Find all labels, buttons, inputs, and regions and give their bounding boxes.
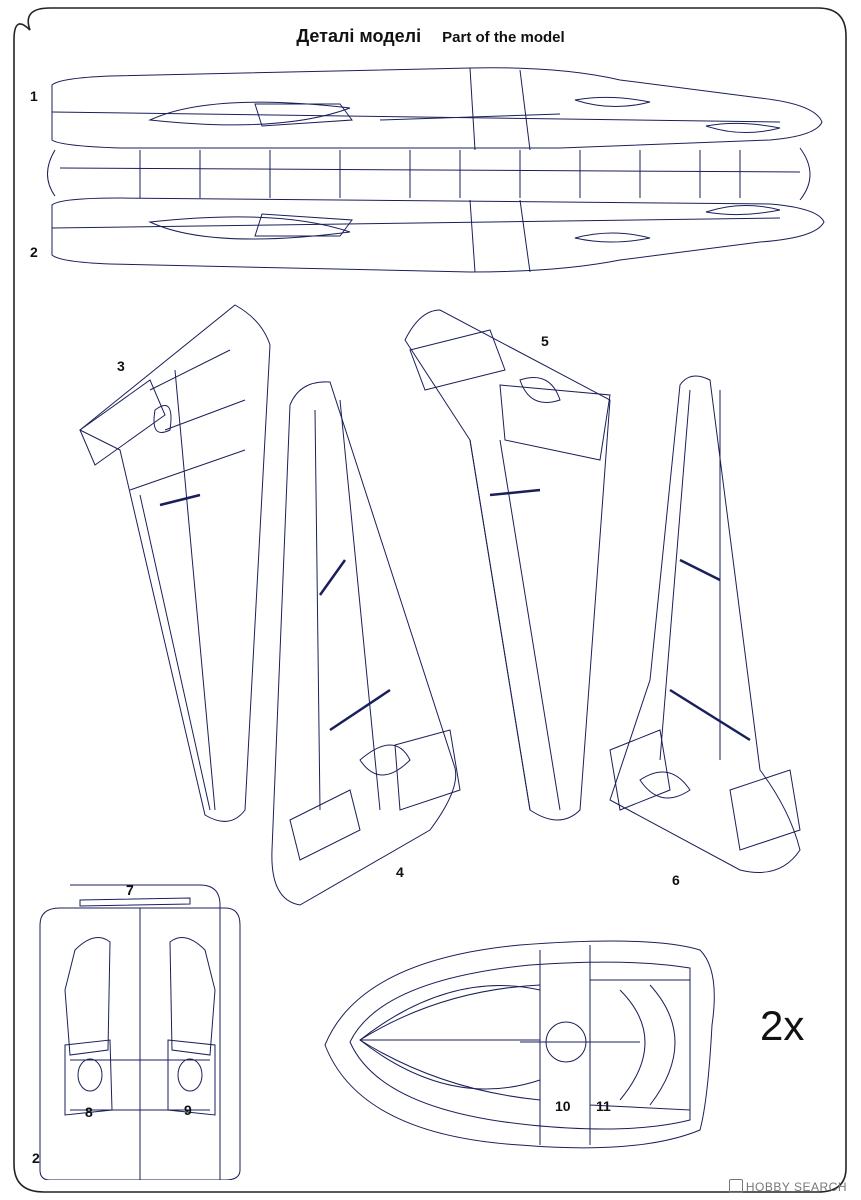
wing-part-4 bbox=[271, 381, 461, 906]
page-title: Деталі моделі Part of the model bbox=[0, 26, 861, 47]
wing-part-3 bbox=[79, 304, 271, 822]
wing-parts bbox=[79, 304, 801, 906]
part-number-9: 9 bbox=[184, 1102, 192, 1118]
hobbysearch-logo-icon bbox=[728, 1179, 743, 1193]
part-number-5: 5 bbox=[541, 333, 549, 349]
sprue-7-8-9 bbox=[39, 884, 241, 1180]
fuselage-parts bbox=[47, 67, 825, 273]
canopy-parts bbox=[324, 940, 715, 1149]
part-8-shape bbox=[64, 937, 113, 1116]
part-number-4: 4 bbox=[396, 864, 404, 880]
watermark: HOBBY SEARCH bbox=[728, 1179, 847, 1194]
quantity-multiplier: 2x bbox=[760, 1002, 805, 1049]
part-number-3: 3 bbox=[117, 358, 125, 374]
part-number-6: 6 bbox=[672, 872, 680, 888]
part-7-shape bbox=[79, 897, 191, 907]
fuselage-connector-frame bbox=[47, 147, 811, 201]
wing-part-5 bbox=[404, 309, 611, 821]
sprue-number: 2 bbox=[32, 1150, 40, 1166]
part-number-2: 2 bbox=[30, 244, 38, 260]
part-10-shape bbox=[359, 984, 541, 1101]
title-ukrainian: Деталі моделі bbox=[296, 26, 422, 46]
fuselage-half-1 bbox=[51, 67, 823, 151]
part-number-7: 7 bbox=[126, 882, 134, 898]
watermark-text: HOBBY SEARCH bbox=[745, 1180, 847, 1194]
part-number-11: 11 bbox=[596, 1098, 611, 1114]
part-number-8: 8 bbox=[85, 1104, 93, 1120]
part-9-shape bbox=[167, 937, 216, 1116]
title-english: Part of the model bbox=[442, 29, 565, 46]
part-number-10: 10 bbox=[555, 1098, 571, 1114]
fuselage-half-2 bbox=[51, 197, 825, 273]
wing-part-6 bbox=[609, 375, 801, 873]
part-number-1: 1 bbox=[30, 88, 38, 104]
